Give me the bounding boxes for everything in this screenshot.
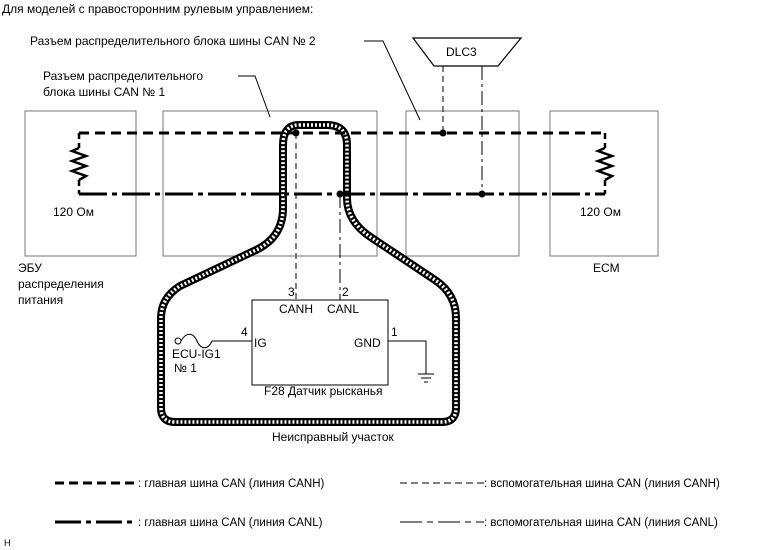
pin-ig-label: IG	[254, 336, 267, 350]
junction-connector-1-box	[162, 110, 378, 257]
junction-dot	[439, 129, 447, 137]
resistor-left-label: 120 Ом	[53, 205, 94, 219]
legend: : главная шина CAN (линия CANH) : вспомо…	[55, 478, 720, 529]
ecu-left-label-line2: распределения	[18, 277, 104, 291]
fuse-label-line2: № 1	[174, 361, 197, 375]
pin1-number: 1	[391, 325, 398, 339]
junction-connector-2-box	[405, 110, 520, 257]
connector2-leader	[364, 40, 421, 121]
yaw-rate-sensor-box	[251, 299, 389, 386]
junction-dot	[478, 190, 486, 198]
power-source-terminal	[174, 337, 182, 345]
fuse-label-line1: ECU-IG1	[172, 347, 221, 361]
connector1-leader	[238, 75, 271, 118]
legend-label-main-canl: : главная шина CAN (линия CANL)	[138, 517, 323, 529]
ground-icon	[418, 373, 434, 383]
dlc3-connector	[411, 37, 523, 67]
connector1-label-line1: Разъем распределительного	[43, 69, 203, 83]
diagram-header: Для моделей с правосторонним рулевым упр…	[2, 2, 313, 16]
connector2-label: Разъем распределительного блока шины CAN…	[30, 34, 316, 48]
fuse-icon	[180, 333, 213, 349]
legend-label-main-canh: : главная шина CAN (линия CANH)	[138, 478, 325, 490]
faulty-area-outline	[157, 121, 460, 426]
ecm-box	[549, 110, 659, 257]
pin4-number: 4	[241, 325, 248, 339]
legend-label-sub-canl: : вспомогательная шина CAN (линия CANL)	[484, 517, 718, 529]
legend-label-sub-canh: : вспомогательная шина CAN (линия CANH)	[484, 478, 720, 490]
sensor-name-label: F28 Датчик рысканья	[264, 384, 382, 398]
dlc3-label: DLC3	[446, 45, 477, 59]
pin-canl-label: CANL	[327, 302, 359, 316]
ecu-left-box	[24, 110, 137, 257]
termination-resistor-left	[68, 146, 90, 182]
ecm-label: ECM	[593, 261, 620, 275]
junction-dot	[292, 129, 300, 137]
footnote-mark: H	[4, 538, 11, 548]
pin-gnd-label: GND	[354, 336, 381, 350]
gnd-wire	[388, 340, 427, 374]
junction-dot	[336, 190, 344, 198]
connector1-label-line2: блока шины CAN № 1	[43, 85, 165, 99]
termination-resistor-right	[594, 146, 616, 182]
pin3-number: 3	[288, 285, 295, 299]
pin2-number: 2	[342, 285, 349, 299]
resistor-right-label: 120 Ом	[580, 205, 621, 219]
pin-canh-label: CANH	[279, 302, 313, 316]
faulty-area-label: Неисправный участок	[272, 430, 395, 444]
ecu-left-label-line1: ЭБУ	[18, 261, 42, 275]
ecu-left-label-line3: питания	[18, 293, 63, 307]
